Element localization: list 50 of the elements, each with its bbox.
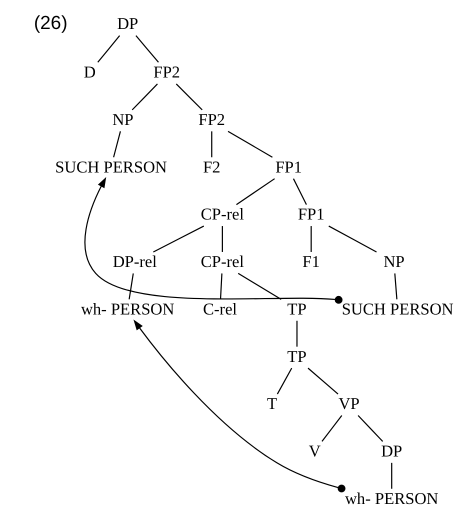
node-text: NP [383,252,405,272]
connector [222,226,223,252]
node-text: NP [112,110,134,129]
connector [236,178,275,206]
connector [310,226,312,252]
node-text: TP [287,299,307,318]
connector [394,273,398,300]
node-text: SUCH PERSON [342,299,454,318]
connector [308,368,338,394]
node-text: C-rel [203,299,238,318]
connector [220,273,222,300]
connector [113,131,121,158]
connector [292,178,307,205]
connector [97,35,120,63]
node-text: wh- PERSON [344,488,438,508]
node-text: wh- PERSON [80,299,174,318]
connector [296,320,298,347]
connector [238,272,282,300]
node-text: DP [117,14,138,34]
connector [276,368,292,394]
connector [132,84,158,110]
label: (26) [34,13,68,34]
connector [128,273,134,300]
node-text: VP [338,394,360,414]
node-text: F1 [302,252,320,272]
node-text: SUCH PERSON [55,157,168,176]
connector [176,84,203,110]
connector [228,130,273,158]
connector [153,226,204,252]
node-text: TP [287,346,307,366]
connector [391,462,392,489]
connector [322,415,342,442]
connector [211,131,212,158]
node-text: FP2 [153,62,180,82]
node-text: FP1 [298,204,325,224]
node-text: DP [381,442,402,461]
node-text: FP1 [275,157,302,176]
arrow [84,177,343,304]
node-text: FP2 [198,110,226,129]
node-text: DP-rel [112,252,157,272]
node-text: T [267,394,278,414]
node-text: D [84,62,96,82]
connector [358,415,384,442]
connector [328,226,377,252]
node-text: CP-rel [200,252,244,272]
connector [136,35,159,63]
arrow [133,320,346,492]
node-text: F2 [202,157,220,176]
node-text: CP-rel [200,204,244,224]
node-text: V [308,442,321,461]
